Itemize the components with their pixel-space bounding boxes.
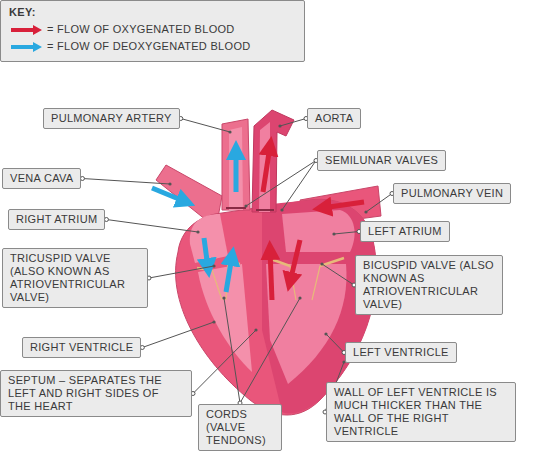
right-atrium-chamber <box>190 214 228 263</box>
label-box: TRICUSPID VALVE (ALSO KNOWN AS ATRIOVENT… <box>2 248 148 308</box>
label-box: AORTA <box>307 108 361 129</box>
pulmonary-artery <box>222 119 250 210</box>
label-box: LEFT VENTRICLE <box>345 342 457 363</box>
leader-dot <box>280 208 283 211</box>
part-label: PULMONARY ARTERY <box>51 112 172 125</box>
leader-line <box>366 194 392 213</box>
key-title: KEY: <box>9 6 296 19</box>
leader-dot <box>228 130 231 133</box>
part-label: SEMILUNAR VALVES <box>325 154 438 167</box>
label-box: RIGHT VENTRICLE <box>22 337 141 358</box>
aorta <box>252 110 294 212</box>
blood-flow-arrow <box>226 256 232 292</box>
leader-dot <box>254 328 257 331</box>
part-label: SEPTUM – SEPARATES THE LEFT AND RIGHT SI… <box>8 374 184 413</box>
part-label: CORDS (VALVE TENDONS) <box>206 408 274 447</box>
leader-dot <box>244 204 247 207</box>
semilunar-valve <box>256 209 274 211</box>
right-ventricle-chamber <box>198 264 252 372</box>
blood-flow-arrow <box>152 188 186 202</box>
blood-flow-arrow <box>204 238 208 268</box>
leader-dot <box>324 332 327 335</box>
leader-line <box>240 298 300 403</box>
part-label: RIGHT VENTRICLE <box>30 341 133 354</box>
tricuspid-valve <box>197 262 240 270</box>
bicuspid-valve <box>268 258 344 266</box>
part-label: RIGHT ATRIUM <box>16 213 97 226</box>
leader-line <box>106 220 198 233</box>
semilunar-valve <box>226 207 246 209</box>
label-box: PULMONARY VEIN <box>393 183 511 204</box>
part-label: TRICUSPID VALVE (ALSO KNOWN AS ATRIOVENT… <box>10 252 140 304</box>
leader-line <box>224 298 240 403</box>
vessel-lumen <box>259 122 270 212</box>
blood-flow-arrow <box>322 202 364 208</box>
leader-dot <box>212 320 215 323</box>
leader-line <box>334 232 359 235</box>
leader-line <box>193 330 256 394</box>
leader-line <box>149 266 214 278</box>
part-label: LEFT VENTRICLE <box>353 346 449 359</box>
part-label: PULMONARY VEIN <box>401 187 503 200</box>
label-box: SEMILUNAR VALVES <box>317 150 446 171</box>
leader-anchor <box>104 218 108 222</box>
leader-line <box>181 119 230 133</box>
label-box: BICUSPID VALVE (ALSO KNOWN AS ATRIOVENTR… <box>355 255 503 315</box>
legend-arrow <box>9 42 43 52</box>
label-box: WALL OF LEFT VENTRICLE IS MUCH THICKER T… <box>326 382 516 442</box>
label-box: LEFT ATRIUM <box>360 221 450 242</box>
blood-flow-arrow <box>234 150 239 192</box>
label-box: VENA CAVA <box>2 168 81 189</box>
label-box: RIGHT ATRIUM <box>8 209 105 230</box>
part-label: LEFT ATRIUM <box>368 225 442 238</box>
label-box: SEPTUM – SEPARATES THE LEFT AND RIGHT SI… <box>0 370 192 417</box>
leader-dot <box>196 230 199 233</box>
part-label: BICUSPID VALVE (ALSO KNOWN AS ATRIOVENTR… <box>363 259 495 311</box>
blood-flow-arrow <box>263 146 270 192</box>
legend-text: = FLOW OF DEOXYGENATED BLOOD <box>47 40 250 53</box>
part-label: AORTA <box>315 112 353 125</box>
leader-line <box>142 322 214 348</box>
label-box: PULMONARY ARTERY <box>43 108 180 129</box>
left-ventricle-chamber <box>266 264 347 384</box>
legend-text: = FLOW OF OXYGENATED BLOOD <box>47 23 235 36</box>
part-label: VENA CAVA <box>10 172 73 185</box>
leader-line <box>326 334 344 353</box>
blood-flow-arrow <box>270 250 272 300</box>
leader-line <box>282 161 316 211</box>
left-atrium-chamber <box>282 210 355 252</box>
leader-line <box>82 179 170 185</box>
legend-arrow <box>9 25 43 35</box>
leader-dot <box>222 296 225 299</box>
leader-dot <box>278 124 281 127</box>
leader-dot <box>298 296 301 299</box>
leader-anchor <box>80 177 84 181</box>
leader-dot <box>320 262 323 265</box>
legend-row: = FLOW OF OXYGENATED BLOOD <box>9 23 296 36</box>
leader-line <box>280 119 306 127</box>
blood-flow-arrow <box>290 240 300 282</box>
leader-line <box>246 161 316 207</box>
leader-line <box>322 264 354 285</box>
leader-dot <box>332 232 335 235</box>
leader-dot <box>212 264 215 267</box>
label-box: CORDS (VALVE TENDONS) <box>198 404 282 451</box>
part-label: WALL OF LEFT VENTRICLE IS MUCH THICKER T… <box>334 386 508 438</box>
key-box: KEY: = FLOW OF OXYGENATED BLOOD = FLOW OF … <box>0 0 305 62</box>
legend-row: = FLOW OF DEOXYGENATED BLOOD <box>9 40 296 53</box>
leader-dot <box>168 182 171 185</box>
vessel-lumen <box>229 127 243 210</box>
leader-dot <box>364 210 367 213</box>
